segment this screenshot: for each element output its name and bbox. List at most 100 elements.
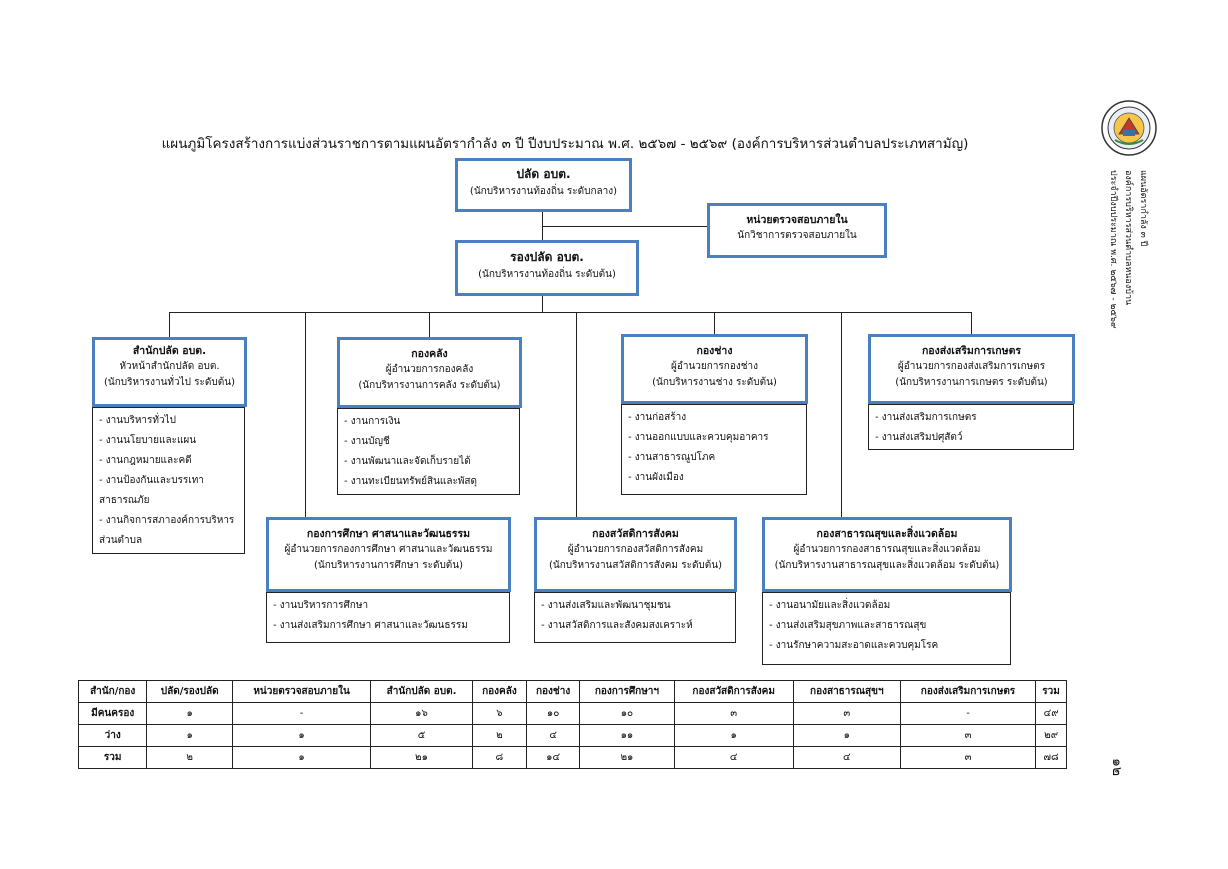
table-cell: ๔ (792, 746, 901, 769)
connector (305, 312, 306, 519)
table-header-cell: กองช่าง (525, 680, 581, 703)
agriculture-task-list: - งานส่งเสริมการเกษตร - งานส่งเสริมปศุสั… (868, 404, 1074, 450)
organization-seal-icon (1101, 100, 1157, 156)
table-cell: - (231, 702, 372, 725)
table-header-cell: หน่วยตรวจสอบภายใน (231, 680, 372, 703)
connector (971, 312, 972, 336)
list-item: - งานออกแบบและควบคุมอาคาร (628, 432, 769, 443)
finance-name: กองคลัง (411, 348, 448, 360)
table-header-cell: กองคลัง (471, 680, 527, 703)
table-header-cell: ปลัด/รองปลัด (146, 680, 233, 703)
list-item: - งานบริหารการศึกษา (273, 600, 369, 611)
list-item: - งานก่อสร้าง (628, 412, 687, 423)
list-item: - งานกฎหมายและคดี (99, 455, 192, 466)
page-number: ๑๒ (1109, 758, 1125, 777)
connector (429, 312, 430, 339)
table-row: รวม ๒ ๑ ๒๑ ๘ ๑๔ ๒๑ ๔ ๔ ๓ ๗๘ (77, 746, 1067, 769)
connector (841, 312, 842, 519)
health-name: กองสาธารณสุขและสิ่งแวดล้อม (816, 528, 958, 540)
table-cell: ๑๔ (525, 746, 581, 769)
table-cell: ๒๑ (370, 746, 473, 769)
finance-head: ผู้อำนวยการกองคลัง (385, 364, 474, 376)
health-box: กองสาธารณสุขและสิ่งแวดล้อม ผู้อำนวยการกอ… (762, 517, 1012, 592)
table-header-cell: รวม (1035, 680, 1067, 703)
table-header-cell: กองสาธารณสุขฯ (792, 680, 901, 703)
office-box: สำนักปลัด อบต. หัวหน้าสำนักปลัด อบต. (นั… (92, 337, 247, 407)
palad-position: (นักบริหารงานท้องถิ่น ระดับกลาง) (469, 185, 618, 197)
side-header-line1: แผนอัตรากำลัง ๓ ปี (1138, 170, 1148, 247)
table-cell: ๖ (471, 702, 527, 725)
table-cell: ๑ (146, 702, 233, 725)
list-item: - งานสวัสดิการและสังคมสงเคราะห์ (541, 620, 693, 631)
welfare-box: กองสวัสดิการสังคม ผู้อำนวยการกองสวัสดิกา… (534, 517, 737, 592)
agriculture-head: ผู้อำนวยการกองส่งเสริมการเกษตร (897, 361, 1046, 373)
education-task-list: - งานบริหารการศึกษา - งานส่งเสริมการศึกษ… (266, 592, 510, 643)
welfare-name: กองสวัสดิการสังคม (592, 528, 679, 540)
table-cell: ๑ (231, 724, 372, 747)
table-header-cell: สำนักปลัด อบต. (370, 680, 473, 703)
table-cell: ๗๘ (1035, 746, 1067, 769)
welfare-head: ผู้อำนวยการกองสวัสดิการสังคม (567, 544, 704, 556)
education-position: (นักบริหารงานการศึกษา ระดับต้น) (313, 559, 464, 571)
table-cell: ๔ (673, 746, 794, 769)
list-item: - งานส่งเสริมสุขภาพและสาธารณสุข (769, 620, 927, 631)
connector (714, 312, 715, 336)
table-cell: ๘ (471, 746, 527, 769)
engineering-box: กองช่าง ผู้อำนวยการกองช่าง (นักบริหารงาน… (621, 334, 808, 404)
table-header-row: สำนัก/กอง ปลัด/รองปลัด หน่วยตรวจสอบภายใน… (77, 680, 1067, 703)
table-cell: ๑ (792, 724, 901, 747)
table-cell: ๓ (673, 702, 794, 725)
list-item: - งานนโยบายและแผน (99, 435, 197, 446)
list-item: - งานรักษาความสะอาดและควบคุมโรค (769, 640, 939, 651)
finance-box: กองคลัง ผู้อำนวยการกองคลัง (นักบริหารงาน… (337, 337, 522, 408)
connector (542, 295, 543, 313)
health-position: (นักบริหารงานสาธารณสุขและสิ่งแวดล้อม ระด… (774, 559, 1000, 571)
list-item: - งานบริหารทั่วไป (99, 415, 177, 426)
table-row-label: ว่าง (77, 724, 148, 747)
education-name: กองการศึกษา ศาสนาและวัฒนธรรม (306, 528, 471, 540)
table-cell: ๒ (471, 724, 527, 747)
deputy-box: รองปลัด อบต. (นักบริหารงานท้องถิ่น ระดับ… (455, 240, 639, 296)
table-cell: ๑ (146, 724, 233, 747)
table-header-cell: กองการศึกษาฯ (579, 680, 675, 703)
agriculture-position: (นักบริหารงานการเกษตร ระดับต้น) (895, 376, 1048, 388)
list-item: - งานผังเมือง (628, 472, 684, 483)
table-cell: - (899, 702, 1037, 725)
education-box: กองการศึกษา ศาสนาและวัฒนธรรม ผู้อำนวยการ… (266, 517, 511, 592)
list-item: - งานส่งเสริมและพัฒนาชุมชน (541, 600, 671, 611)
table-cell: ๑๑ (579, 724, 675, 747)
table-header-cell: กองส่งเสริมการเกษตร (899, 680, 1037, 703)
table-cell: ๓ (792, 702, 901, 725)
connector (169, 312, 170, 339)
table-row: ว่าง ๑ ๑ ๕ ๒ ๔ ๑๑ ๑ ๑ ๓ ๒๙ (77, 724, 1067, 747)
welfare-task-list: - งานส่งเสริมและพัฒนาชุมชน - งานสวัสดิกา… (534, 592, 736, 643)
list-item: - งานการเงิน (344, 416, 401, 427)
audit-position: นักวิชาการตรวจสอบภายใน (737, 230, 857, 242)
agriculture-box: กองส่งเสริมการเกษตร ผู้อำนวยการกองส่งเสร… (868, 334, 1075, 404)
table-cell: ๔ (525, 724, 581, 747)
agriculture-name: กองส่งเสริมการเกษตร (921, 345, 1022, 357)
table-cell: ๑ (231, 746, 372, 769)
office-task-list: - งานบริหารทั่วไป - งานนโยบายและแผน - งา… (92, 407, 245, 554)
list-item: - งานกิจการสภาองค์การบริหารส่วนตำบล (99, 515, 235, 546)
deputy-position: (นักบริหารงานท้องถิ่น ระดับต้น) (478, 268, 616, 280)
table-cell: ๔๙ (1035, 702, 1067, 725)
table-cell: ๒ (146, 746, 233, 769)
audit-box: หน่วยตรวจสอบภายใน นักวิชาการตรวจสอบภายใน (707, 203, 887, 258)
engineering-head: ผู้อำนวยการกองช่าง (670, 361, 759, 373)
health-task-list: - งานอนามัยและสิ่งแวดล้อม - งานส่งเสริมส… (762, 592, 1011, 665)
list-item: - งานป้องกันและบรรเทาสาธารณภัย (99, 475, 204, 506)
list-item: - งานทะเบียนทรัพย์สินและพัสดุ (344, 476, 478, 487)
list-item: - งานส่งเสริมปศุสัตว์ (875, 432, 963, 443)
table-cell: ๓ (899, 724, 1037, 747)
engineering-name: กองช่าง (696, 345, 733, 357)
connector (542, 226, 708, 227)
staffing-table: สำนัก/กอง ปลัด/รองปลัด หน่วยตรวจสอบภายใน… (77, 680, 1067, 769)
table-row-label: รวม (77, 746, 148, 769)
table-cell: ๑๐ (525, 702, 581, 725)
list-item: - งานส่งเสริมการศึกษา ศาสนาและวัฒนธรรม (273, 620, 468, 631)
table-cell: ๒๙ (1035, 724, 1067, 747)
table-cell: ๓ (899, 746, 1037, 769)
table-header-cell: กองสวัสดิการสังคม (673, 680, 794, 703)
table-cell: ๑๐ (579, 702, 675, 725)
